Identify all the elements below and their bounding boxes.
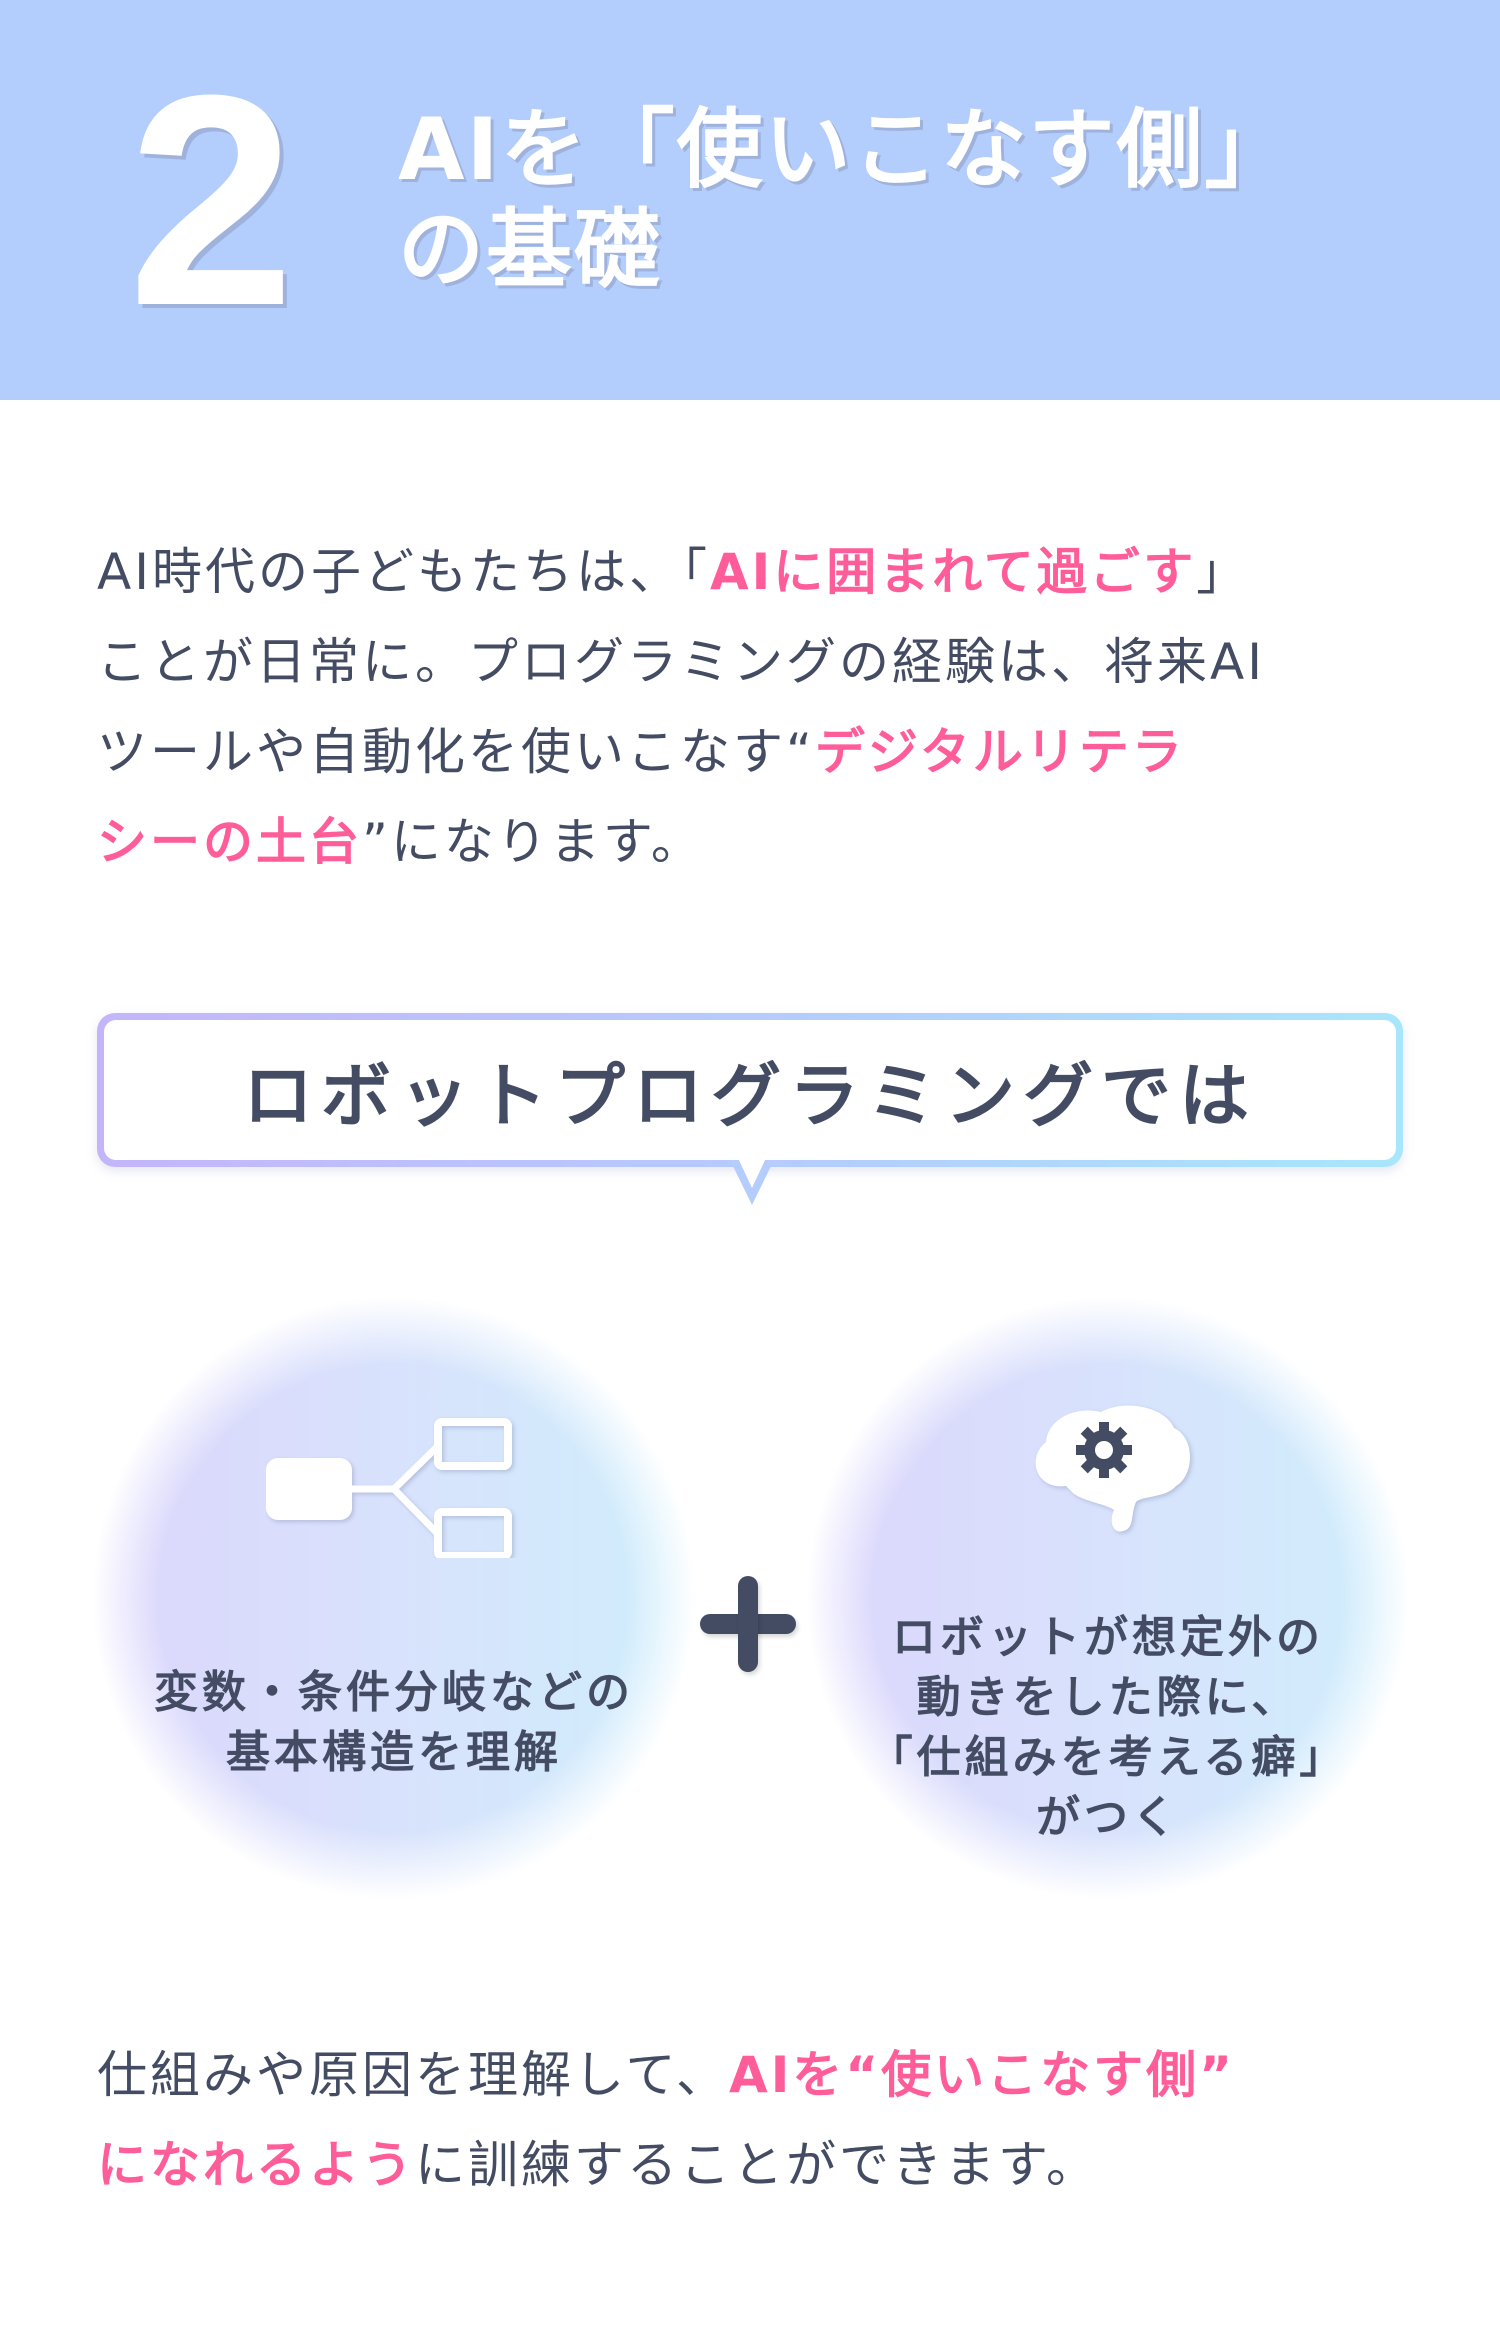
intro-highlight: シーの土台 (97, 813, 362, 871)
speech-bubble: ロボットプログラミングでは (97, 1013, 1403, 1167)
intro-highlight: AIに囲まれて過ごす (709, 543, 1197, 601)
intro-text: ”になります。 (362, 813, 704, 871)
bubble-label: ロボットプログラミングでは (243, 1054, 1257, 1137)
feature-line: 動きをした際に、 (916, 1672, 1300, 1723)
conclusion-text: に訓練することができます。 (415, 2136, 1099, 2194)
feature-text: ロボットが想定外の 動きをした際に、 「仕組みを考える癖」 がつく (808, 1608, 1408, 1848)
feature-line: 「仕組みを考える癖」 (868, 1732, 1348, 1783)
intro-highlight: デジタルリテラ (814, 723, 1185, 781)
brain-gear-icon (1035, 1405, 1190, 1532)
feature-line: がつく (1036, 1792, 1180, 1843)
conclusion-paragraph: 仕組みや原因を理解して、AIを“使いこなす側” になれるように訓練することができ… (97, 2030, 1417, 2210)
conclusion-highlight: AIを“使いこなす側” (729, 2046, 1236, 2104)
intro-paragraph: AI時代の子どもたちは、「AIに囲まれて過ごす」 ことが日常に。プログラミングの… (97, 527, 1417, 887)
bubble-tail-inner (738, 1158, 766, 1188)
section-header: 2 AIを「使いこなす側」 の基礎 (0, 0, 1500, 400)
feature-card-structure: 変数・条件分岐などの 基本構造を理解 (94, 1298, 694, 1898)
conclusion-text: 仕組みや原因を理解して、 (97, 2046, 729, 2104)
intro-text: 」 (1196, 543, 1250, 601)
flowchart-branch-icon (266, 1418, 512, 1558)
feature-line: ロボットが想定外の (892, 1612, 1324, 1663)
feature-card-thinking: ロボットが想定外の 動きをした際に、 「仕組みを考える癖」 がつく (808, 1298, 1408, 1898)
feature-line: 基本構造を理解 (226, 1727, 562, 1778)
intro-text: AI時代の子どもたちは、「 (97, 543, 710, 601)
feature-text: 変数・条件分岐などの 基本構造を理解 (94, 1663, 694, 1783)
intro-text: ことが日常に。プログラミングの経験は、将来AI (97, 633, 1265, 691)
section-number: 2 (128, 32, 295, 368)
section-title-line2: の基礎 (398, 200, 662, 300)
plus-icon (700, 1576, 796, 1672)
section-title-line1: AIを「使いこなす側」 (398, 100, 1293, 200)
section-title: AIを「使いこなす側」 の基礎 (398, 80, 1293, 320)
conclusion-highlight: になれるよう (97, 2136, 415, 2194)
intro-text: ツールや自動化を使いこなす“ (97, 723, 815, 781)
feature-line: 変数・条件分岐などの (154, 1667, 634, 1718)
